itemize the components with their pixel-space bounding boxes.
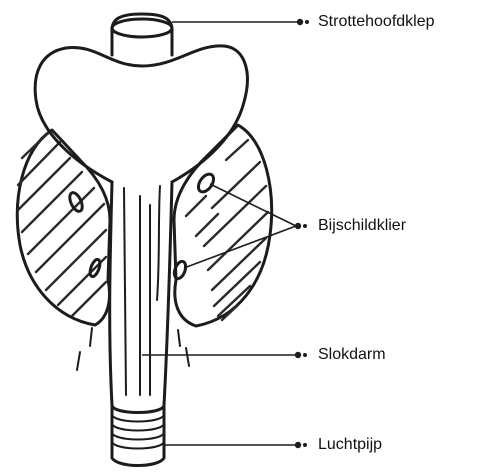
right-gland-lobe	[174, 125, 272, 326]
larynx-cap	[112, 14, 172, 55]
label-trachea: Luchtpijp	[318, 437, 382, 453]
label-esophagus: Slokdarm	[318, 347, 386, 363]
label-parathyroid: Bijschildklier	[318, 218, 406, 234]
tick-marks	[77, 328, 189, 370]
tracheal-rings	[112, 405, 164, 466]
leader-lines	[142, 19, 309, 448]
left-gland-lobe	[17, 130, 110, 325]
label-epiglottis: Strottehoofdklep	[318, 14, 435, 30]
trachea-tube	[110, 182, 172, 405]
